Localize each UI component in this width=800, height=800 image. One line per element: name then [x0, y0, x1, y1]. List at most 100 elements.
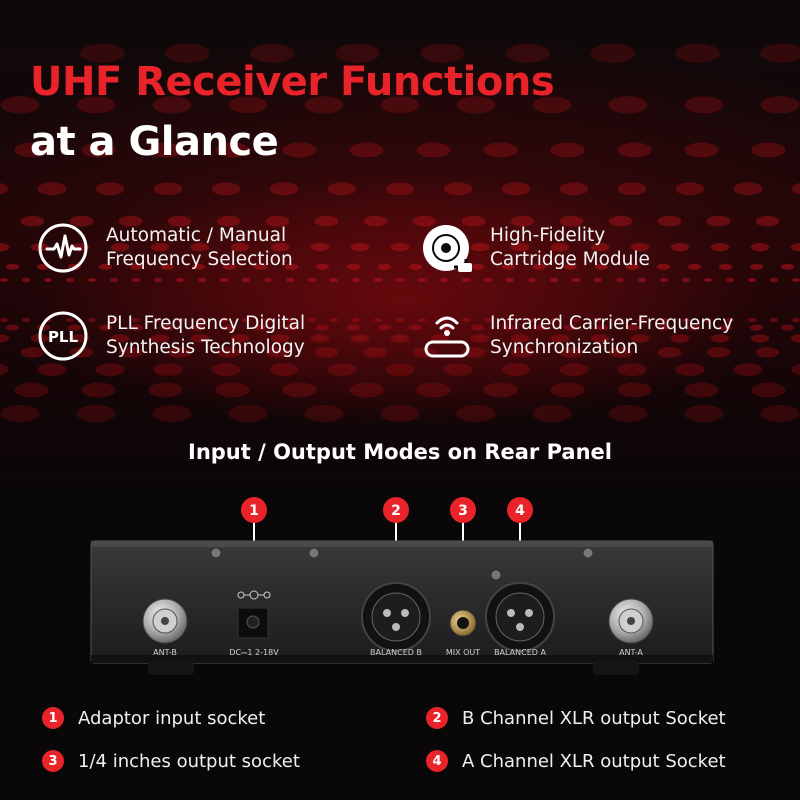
pattern-dot — [594, 324, 609, 331]
pattern-dot — [222, 263, 237, 270]
pattern-dot — [682, 318, 690, 322]
pattern-dot — [418, 318, 426, 322]
pattern-dot — [152, 405, 192, 423]
pattern-dot — [330, 278, 338, 282]
pattern-dot — [380, 405, 420, 423]
pattern-dot — [670, 243, 690, 252]
pattern-dot — [657, 347, 682, 358]
pattern-dot — [408, 324, 423, 331]
legend-text: Adaptor input socket — [78, 707, 266, 729]
pattern-dot — [66, 278, 74, 282]
pattern-dot — [253, 263, 268, 270]
pattern-dot — [749, 324, 764, 331]
pattern-dot — [684, 405, 724, 423]
pattern-dot — [110, 334, 130, 343]
pattern-dot — [506, 278, 514, 282]
pattern-dot — [350, 243, 370, 252]
pattern-dot — [198, 278, 206, 282]
ant-a-label: ANT-A — [619, 648, 643, 657]
pattern-dot — [408, 263, 423, 270]
pattern-dot — [269, 363, 299, 376]
pattern-dot — [528, 278, 536, 282]
pattern-dot — [780, 263, 795, 270]
pattern-dot — [532, 263, 547, 270]
pattern-dot — [150, 334, 170, 343]
pattern-dot — [748, 318, 756, 322]
pattern-dot — [363, 347, 388, 358]
pattern-dot — [710, 334, 730, 343]
pattern-dot — [327, 182, 357, 196]
pattern-dot — [377, 324, 392, 331]
pattern-dot — [160, 263, 175, 270]
pattern-dot — [630, 334, 650, 343]
pattern-dot — [440, 278, 448, 282]
pattern-dot — [616, 278, 624, 282]
pattern-dot — [148, 382, 183, 398]
pll-icon: PLL — [36, 309, 90, 363]
pattern-dot — [385, 363, 415, 376]
pattern-dot — [5, 324, 20, 331]
pattern-dot — [242, 278, 250, 282]
pattern-dot — [418, 278, 426, 282]
pattern-dot — [80, 43, 125, 63]
pattern-dot — [625, 263, 640, 270]
pattern-dot — [660, 318, 668, 322]
pattern-dot — [790, 334, 800, 343]
pattern-dot — [791, 182, 800, 195]
pattern-dot — [704, 318, 712, 322]
pattern-dot — [594, 278, 602, 282]
pattern-dot — [670, 334, 690, 343]
pattern-dot — [572, 318, 580, 322]
pattern-dot — [349, 142, 384, 158]
pattern-dot — [572, 278, 580, 282]
legend-item-1: 1 Adaptor input socket — [42, 707, 265, 729]
pattern-dot — [81, 142, 116, 158]
pattern-dot — [532, 324, 547, 331]
pattern-dot — [456, 96, 496, 114]
pattern-dot — [396, 278, 404, 282]
pattern-dot — [617, 382, 652, 398]
pattern-dot — [751, 142, 786, 158]
legend-text: 1/4 inches output socket — [78, 750, 300, 772]
pattern-dot — [215, 382, 250, 398]
pattern-dot — [265, 215, 290, 227]
pattern-dot — [550, 142, 585, 158]
pattern-dot — [608, 405, 648, 423]
pattern-dot — [675, 43, 720, 63]
pattern-dot — [167, 215, 192, 227]
pattern-dot — [284, 263, 299, 270]
pattern-dot — [153, 182, 183, 196]
pattern-dot — [706, 347, 731, 358]
pattern-dot — [657, 215, 682, 227]
pattern-dot — [660, 278, 668, 282]
pattern-dot — [95, 182, 125, 196]
pattern-dot — [483, 142, 518, 158]
pattern-dot — [484, 278, 492, 282]
feature-text: PLL Frequency Digital Synthesis Technolo… — [106, 313, 306, 358]
pattern-dot — [770, 278, 778, 282]
pattern-dot — [374, 278, 382, 282]
pattern-dot — [253, 324, 268, 331]
pattern-dot — [550, 243, 570, 252]
pattern-dot — [470, 243, 490, 252]
pattern-dot — [216, 215, 241, 227]
pattern-dot — [532, 96, 572, 114]
pattern-dot — [5, 263, 20, 270]
pattern-dot — [780, 324, 795, 331]
pattern-dot — [501, 263, 516, 270]
pattern-dot — [0, 334, 10, 343]
pattern-dot — [760, 43, 800, 63]
pattern-dot — [220, 278, 228, 282]
pattern-dot — [22, 318, 30, 322]
pattern-dot — [608, 215, 633, 227]
pattern-dot — [559, 347, 584, 358]
legend-number: 3 — [42, 750, 64, 772]
pattern-dot — [791, 363, 800, 376]
marker-3-text: 3 — [458, 503, 468, 519]
pattern-dot — [167, 347, 192, 358]
pattern-dot — [704, 278, 712, 282]
pattern-dot — [749, 263, 764, 270]
pattern-dot — [416, 142, 451, 158]
pattern-dot — [76, 96, 116, 114]
